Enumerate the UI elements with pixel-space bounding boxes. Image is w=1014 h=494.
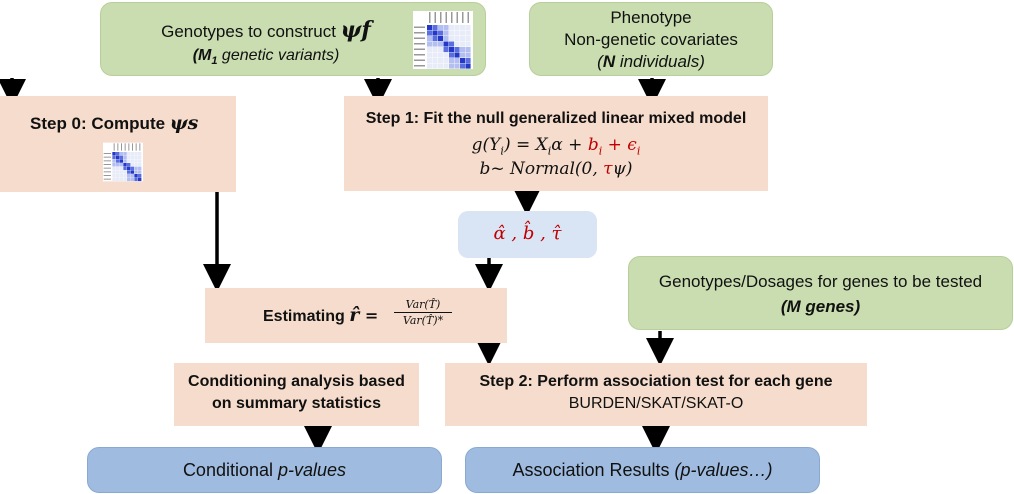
phenotype-box: Phenotype Non-genetic covariates (N indi… xyxy=(529,2,773,76)
phenotype-label: Phenotype xyxy=(610,8,692,27)
step0-label: Step 0: Compute xyxy=(30,114,170,133)
assoc-pvalues-label: (p-values…) xyxy=(674,460,773,480)
ratio-denominator: Var(T̂)* xyxy=(402,314,444,327)
ratio-numerator: Var(T̂) xyxy=(394,298,452,313)
step2-box: Step 2: Perform association test for eac… xyxy=(445,363,867,426)
conditioning-line2: on summary statistics xyxy=(212,395,381,412)
estimating-r-box: Estimating r̂ = Var(T̂) Var(T̂)* xyxy=(205,288,507,343)
estimates-box: α̂ , b̂ , τ̂ xyxy=(458,211,597,258)
step1-box: Step 1: Fit the null generalized linear … xyxy=(344,96,768,191)
association-label: Association Results xyxy=(512,460,675,480)
genotypes-dosages-box: Genotypes/Dosages for genes to be tested… xyxy=(628,256,1013,330)
m1-open: (M xyxy=(192,47,212,64)
covariates-label: Non-genetic covariates xyxy=(564,30,738,49)
ratio-fraction: Var(T̂) Var(T̂)* xyxy=(394,298,452,327)
estimating-label: Estimating xyxy=(263,308,350,325)
genotypes-label: Genotypes to construct xyxy=(161,22,341,41)
genotypes-dosages-label: Genotypes/Dosages for genes to be tested xyxy=(658,272,983,291)
genotypes-psi-f-box: Genotypes to construct ψf (M1 genetic va… xyxy=(100,2,486,76)
matrix-heatmap-icon xyxy=(103,142,143,182)
step1-title: Step 1: Fit the null generalized linear … xyxy=(365,110,747,127)
conditioning-line1: Conditioning analysis based xyxy=(188,373,405,390)
step0-box: Step 0: Compute ψs xyxy=(0,96,236,192)
pvalues-label: p-values xyxy=(278,460,347,480)
r-hat-symbol: r̂ xyxy=(349,304,360,326)
step2-tests: BURDEN/SKAT/SKAT-O xyxy=(568,395,744,412)
glmm-equation: g(Yi) = Xiα + bi + ϵi xyxy=(471,135,641,158)
matrix-heatmap-icon xyxy=(413,11,473,69)
psi-f-symbol: ψf xyxy=(340,17,371,43)
step2-title: Step 2: Perform association test for eac… xyxy=(479,373,833,390)
m1-rest: genetic variants) xyxy=(217,47,340,64)
conditional-pvalues-box: Conditional p-values xyxy=(87,447,442,493)
equals-sign: = xyxy=(359,306,379,325)
conditioning-box: Conditioning analysis based on summary s… xyxy=(174,363,419,426)
n-individuals-label: (N individuals) xyxy=(597,52,705,71)
random-effect-equation: b~ Normal(0, τψ) xyxy=(479,159,633,179)
conditional-label: Conditional xyxy=(182,460,278,480)
psi-s-symbol: ψs xyxy=(169,112,199,134)
estimates-text: α̂ , b̂ , τ̂ xyxy=(493,223,562,244)
association-results-box: Association Results (p-values…) xyxy=(465,447,820,493)
m-genes-label: (M genes) xyxy=(780,297,861,316)
m1-subscript: 1 xyxy=(211,55,218,68)
